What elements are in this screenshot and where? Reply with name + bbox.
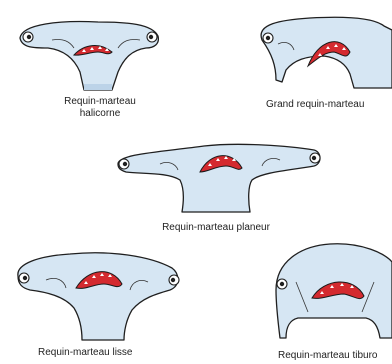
head-planeur [118, 144, 320, 212]
head-lisse [18, 253, 179, 340]
caption-planeur-text: Requin-marteau planeur [162, 222, 270, 233]
head-tiburo [276, 244, 392, 338]
caption-lisse: Requin-marteau lisse [38, 347, 158, 359]
caption-tiburo: Requin-marteau tiburo [278, 350, 392, 362]
caption-grand-text: Grand requin-marteau [266, 99, 364, 110]
caption-halicorne: Requin-marteau halicorne [40, 96, 160, 120]
caption-grand: Grand requin-marteau [266, 99, 392, 111]
caption-planeur: Requin-marteau planeur [136, 222, 296, 234]
caption-lisse-text: Requin-marteau lisse [38, 347, 133, 358]
head-halicorne [20, 22, 158, 90]
caption-tiburo-text: Requin-marteau tiburo [278, 350, 378, 361]
head-grand [261, 17, 392, 88]
caption-halicorne-line2: halicorne [40, 108, 160, 120]
caption-halicorne-line1: Requin-marteau [40, 96, 160, 108]
